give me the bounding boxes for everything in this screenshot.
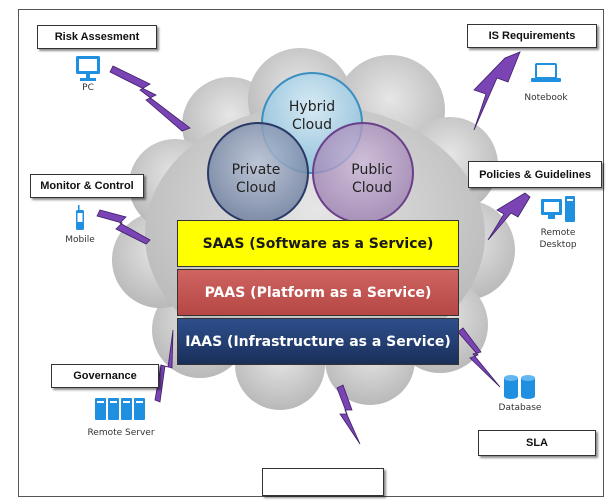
private-cloud-label: Private Cloud xyxy=(226,161,286,197)
hybrid-cloud-line-2: Cloud xyxy=(292,117,332,133)
database-icon xyxy=(504,375,535,399)
governance-box: Governance xyxy=(51,364,159,388)
policies-guidelines-box: Policies & Guidelines xyxy=(468,161,602,188)
lightning-bolt-icon xyxy=(457,327,501,388)
public-cloud-label: Public Cloud xyxy=(342,161,402,197)
paas-layer: PAAS (Platform as a Service) xyxy=(177,269,459,316)
private-cloud-line-1: Private xyxy=(231,162,281,178)
lightning-bolt-icon xyxy=(154,329,174,403)
monitor-icon xyxy=(76,56,100,81)
server-icon xyxy=(95,398,145,420)
lightning-bolt-icon xyxy=(336,384,361,445)
lightning-bolt-icon xyxy=(96,209,151,245)
database-label: Database xyxy=(498,403,542,413)
pc-label: PC xyxy=(82,83,94,93)
private-cloud-line-2: Cloud xyxy=(236,180,276,196)
is-requirements-box: IS Requirements xyxy=(467,24,597,48)
monitor-control-box: Monitor & Control xyxy=(30,174,144,198)
remote-server-label: Remote Server xyxy=(87,428,155,438)
remote-desktop-line-1: Remote xyxy=(540,228,576,238)
bottom-box xyxy=(262,468,384,496)
lightning-bolt-icon xyxy=(473,51,521,131)
desktop-icon xyxy=(541,196,575,222)
lightning-bolt-icon xyxy=(109,65,191,132)
hybrid-cloud-line-1: Hybrid xyxy=(288,99,336,115)
phone-icon xyxy=(76,205,84,230)
risk-assessment-box: Risk Assesment xyxy=(37,25,157,49)
public-cloud-line-2: Cloud xyxy=(352,180,392,196)
hybrid-cloud-label: Hybrid Cloud xyxy=(282,98,342,134)
laptop-icon xyxy=(531,63,561,82)
saas-layer: SAAS (Software as a Service) xyxy=(177,220,459,267)
remote-desktop-line-2: Desktop xyxy=(539,240,577,250)
sla-box: SLA xyxy=(478,430,596,456)
iaas-layer: IAAS (Infrastructure as a Service) xyxy=(177,318,459,365)
remote-desktop-label: Remote Desktop xyxy=(530,227,586,251)
notebook-label: Notebook xyxy=(524,93,568,103)
lightning-bolt-icon xyxy=(487,192,531,241)
public-cloud-line-1: Public xyxy=(351,162,393,178)
mobile-label: Mobile xyxy=(65,235,95,245)
